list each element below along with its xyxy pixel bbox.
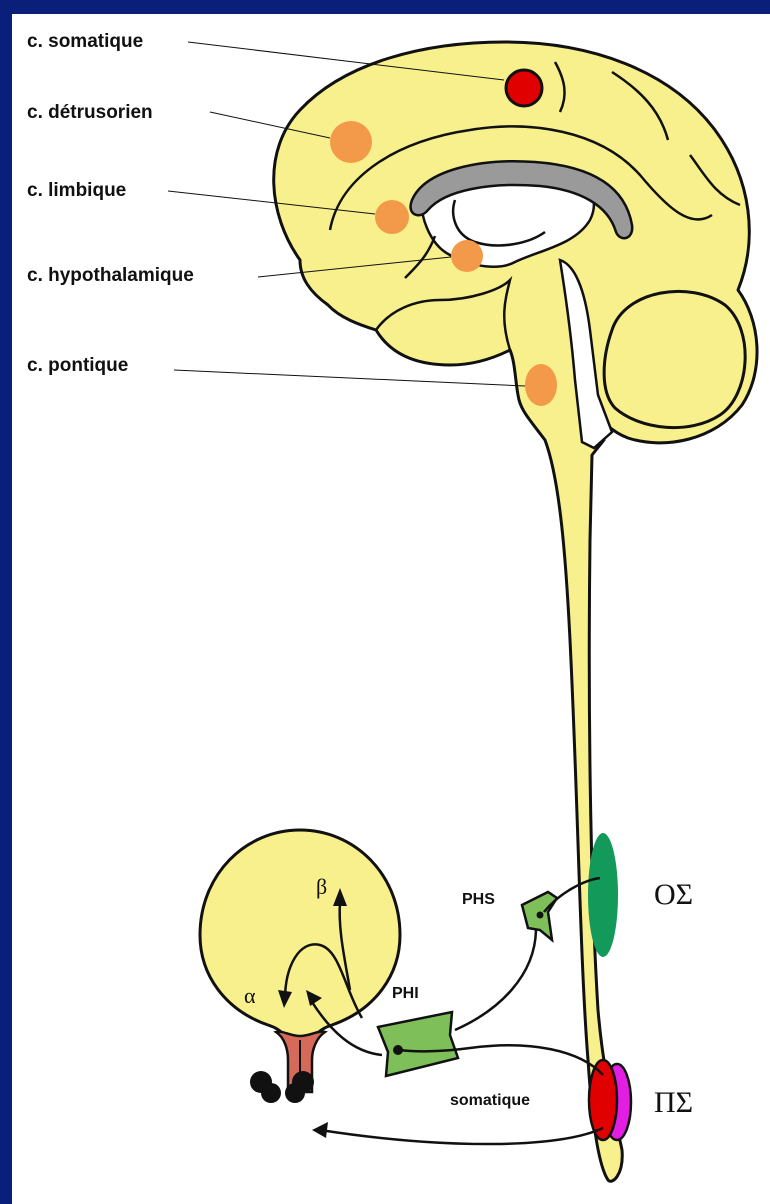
hypothalamic-center-dot bbox=[451, 240, 483, 272]
limbic-center-dot bbox=[375, 200, 409, 234]
label-limbic-center: c. limbique bbox=[27, 181, 126, 200]
label-somatic-center: c. somatique bbox=[27, 32, 143, 51]
somatic-nerve bbox=[320, 1128, 603, 1144]
sphincter-left-2 bbox=[261, 1083, 281, 1103]
pontine-center-dot bbox=[525, 364, 557, 406]
bladder bbox=[200, 830, 400, 1055]
somatic-center-dot bbox=[506, 70, 542, 106]
phi-ganglion bbox=[378, 1012, 458, 1076]
label-phi: PHI bbox=[392, 986, 419, 1002]
orthosympathetic-nucleus bbox=[588, 833, 618, 957]
sphincter-right-2 bbox=[285, 1083, 305, 1103]
label-detrusor-center: c. détrusorien bbox=[27, 103, 153, 122]
label-orthosympathetic: ΟΣ bbox=[654, 880, 693, 910]
phs-neuron bbox=[537, 912, 544, 919]
label-somatique: somatique bbox=[450, 1093, 530, 1109]
somatic-arrowhead bbox=[312, 1122, 328, 1138]
label-alpha: α bbox=[244, 985, 256, 1007]
phs-to-phi bbox=[455, 930, 536, 1030]
label-hypothalamic-center: c. hypothalamique bbox=[27, 266, 194, 285]
label-pontine-center: c. pontique bbox=[27, 356, 128, 375]
cerebellum bbox=[604, 291, 745, 427]
detrusor-center-dot bbox=[330, 121, 372, 163]
label-phs: PHS bbox=[462, 892, 495, 908]
label-beta: β bbox=[316, 876, 327, 898]
label-parasympathetic: ΠΣ bbox=[654, 1088, 693, 1118]
leader-pontine bbox=[174, 370, 525, 386]
